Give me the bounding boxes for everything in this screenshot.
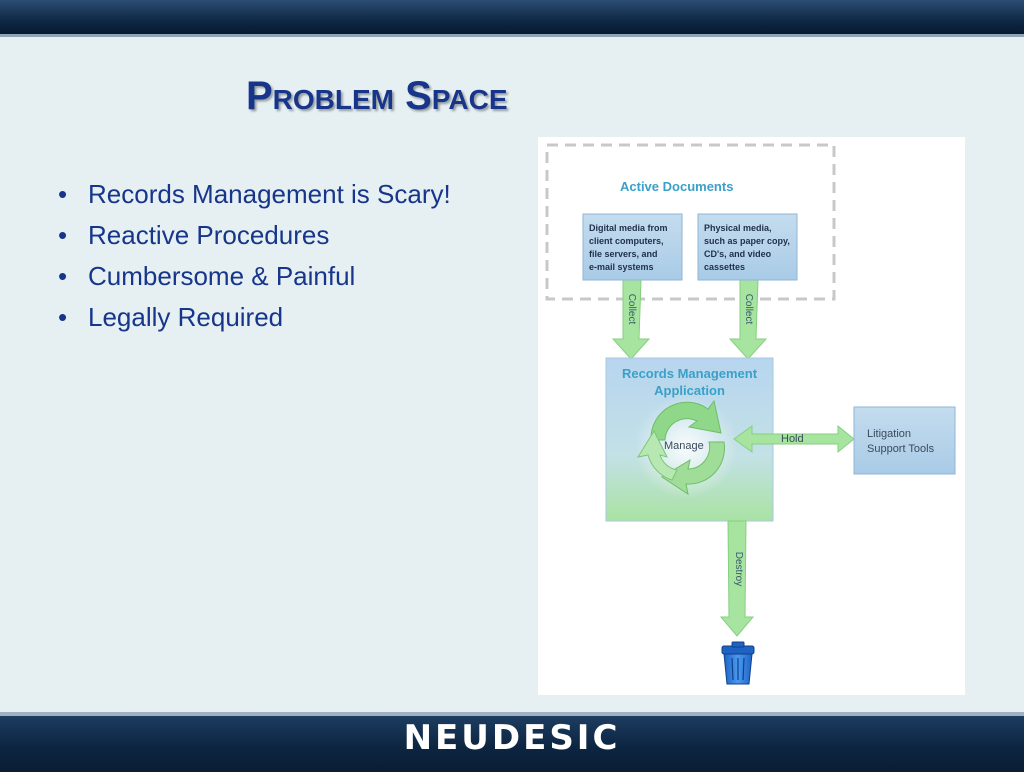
digital-media-box [582,213,683,281]
collect-arrow-left [611,279,651,360]
collect-label-right: Collect [743,293,754,325]
bullet-text: Reactive Procedures [88,220,330,250]
records-flow-diagram: Active Documents Digital media from clie… [538,137,965,695]
bullet-icon: • [58,302,68,332]
collect-arrow-right [728,279,768,360]
manage-cycle-icon [634,395,738,499]
bullet-text: Cumbersome & Painful [88,261,356,291]
manage-label: Manage [664,440,704,452]
bullet-icon: • [58,261,68,291]
destroy-label: Destroy [733,551,744,587]
physical-media-text: Physical media, such as paper copy, CD's… [704,223,790,272]
bullet-item: • Legally Required [58,297,451,338]
digital-media-text: Digital media from client computers, fil… [589,223,668,272]
active-documents-region [545,143,836,301]
bullet-text: Legally Required [88,302,284,332]
diagram-graphics [545,143,956,685]
physical-media-box [697,213,798,281]
rma-title: Records Management Application [621,366,758,398]
trash-bin-icon [721,641,755,685]
bullet-list: • Records Management is Scary! • Reactive … [58,174,451,338]
bullet-item: • Records Management is Scary! [58,174,451,215]
bullet-text: Records Management is Scary! [88,179,451,209]
bullet-icon: • [58,220,68,250]
neudesic-logo: NEUDESIC [403,718,621,758]
footer-band [0,712,1024,772]
litigation-text: Litigation Support Tools [867,428,935,455]
collect-label-left: Collect [626,293,637,325]
bullet-item: • Cumbersome & Painful [58,256,451,297]
bullet-item: • Reactive Procedures [58,215,451,256]
active-documents-label: Active Documents [620,179,734,194]
hold-label: Hold [781,433,804,445]
bullet-icon: • [58,179,68,209]
destroy-arrow [719,520,755,637]
litigation-support-box [853,406,956,475]
top-band [0,0,1024,37]
slide-title: Problem Space [246,74,508,118]
